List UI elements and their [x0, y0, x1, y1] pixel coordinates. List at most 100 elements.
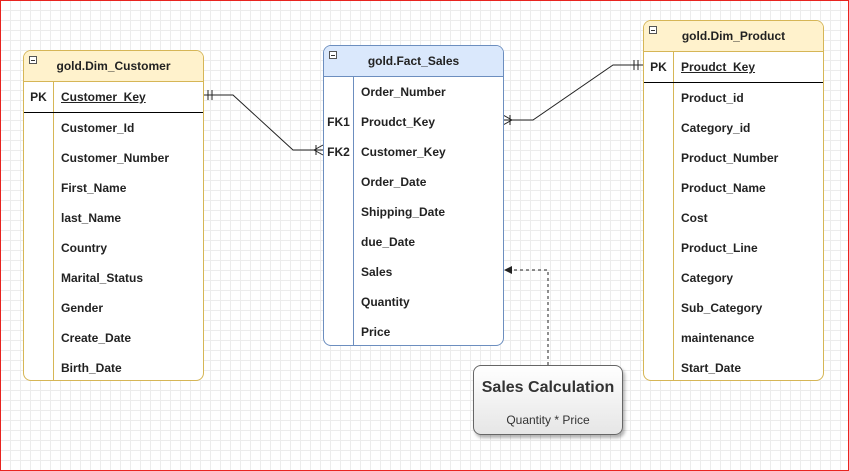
row-field: Create_Date: [61, 331, 132, 345]
row-field: Gender: [61, 301, 104, 315]
table-row[interactable]: Marital_Status: [24, 263, 203, 293]
row-field: Cost: [681, 211, 708, 225]
key-column-divider: [673, 51, 674, 380]
row-key: [24, 203, 53, 233]
table-title: gold.Fact_Sales: [367, 54, 460, 68]
table-row[interactable]: Sales: [324, 257, 503, 287]
row-key: [324, 227, 353, 257]
row-field: Quantity: [361, 295, 410, 309]
row-key: [644, 203, 673, 233]
row-key: [324, 197, 353, 227]
row-key: [644, 143, 673, 173]
table-header[interactable]: gold.Dim_Product: [644, 21, 823, 52]
table-row[interactable]: Start_Date: [644, 353, 823, 380]
table-row[interactable]: Customer_Id: [24, 113, 203, 143]
row-field: Product_id: [681, 91, 744, 105]
table-row[interactable]: FK1 Proudct_Key: [324, 107, 503, 137]
table-row[interactable]: Customer_Number: [24, 143, 203, 173]
table-row[interactable]: Country: [24, 233, 203, 263]
table-header[interactable]: gold.Fact_Sales: [324, 46, 503, 77]
row-field: Category_id: [681, 121, 751, 135]
table-row[interactable]: Product_Name: [644, 173, 823, 203]
table-header[interactable]: gold.Dim_Customer: [24, 51, 203, 82]
row-field: Proudct_Key: [361, 115, 436, 129]
table-row[interactable]: Order_Number: [324, 77, 503, 107]
key-column-divider: [353, 76, 354, 345]
sales-fk1-many-fork-top: [502, 114, 513, 121]
table-row[interactable]: Shipping_Date: [324, 197, 503, 227]
table-row[interactable]: Product_id: [644, 83, 823, 113]
table-row[interactable]: Product_Number: [644, 143, 823, 173]
note-sales-dashed-link: [512, 269, 549, 365]
table-row[interactable]: Category: [644, 263, 823, 293]
row-field: Order_Date: [361, 175, 427, 189]
row-key: [24, 263, 53, 293]
table-row[interactable]: Quantity: [324, 287, 503, 317]
row-field: Birth_Date: [61, 361, 122, 375]
row-field: Shipping_Date: [361, 205, 446, 219]
row-key: [324, 167, 353, 197]
note-formula: Quantity * Price: [506, 413, 590, 427]
row-field: Country: [61, 241, 107, 255]
table-row[interactable]: Price: [324, 317, 503, 345]
table-row[interactable]: due_Date: [324, 227, 503, 257]
table-title: gold.Dim_Customer: [56, 59, 171, 73]
row-key: [644, 293, 673, 323]
row-key: [324, 77, 353, 107]
table-row[interactable]: Birth_Date: [24, 353, 203, 380]
row-field: Category: [681, 271, 734, 285]
row-key: FK1: [327, 115, 350, 129]
table-row[interactable]: Create_Date: [24, 323, 203, 353]
table-row[interactable]: First_Name: [24, 173, 203, 203]
row-key: [644, 323, 673, 353]
table-title: gold.Dim_Product: [681, 29, 786, 43]
row-key: [24, 293, 53, 323]
row-key: [24, 113, 53, 143]
row-key: [644, 83, 673, 113]
row-key: [324, 257, 353, 287]
sales-calculation-note[interactable]: Sales Calculation Quantity * Price: [473, 365, 623, 435]
row-field: Customer_Key: [61, 90, 146, 104]
table-row[interactable]: Category_id: [644, 113, 823, 143]
row-key: PK: [30, 90, 47, 104]
table-row[interactable]: Gender: [24, 293, 203, 323]
collapse-icon[interactable]: [329, 51, 337, 59]
row-key: [644, 173, 673, 203]
table-row[interactable]: PK Proudct_Key: [644, 52, 823, 83]
collapse-icon[interactable]: [649, 26, 657, 34]
row-key: PK: [650, 60, 667, 74]
table-row[interactable]: FK2 Customer_Key: [324, 137, 503, 167]
table-row[interactable]: Order_Date: [324, 167, 503, 197]
row-key: [24, 143, 53, 173]
row-field: First_Name: [61, 181, 127, 195]
sales-fk1-many-fork-bottom: [502, 119, 513, 126]
row-field: Product_Line: [681, 241, 758, 255]
row-key: [24, 353, 53, 380]
table-row[interactable]: Cost: [644, 203, 823, 233]
table-row[interactable]: maintenance: [644, 323, 823, 353]
row-key: [644, 233, 673, 263]
key-column-divider: [53, 81, 54, 380]
sales-fk2-many-fork-bottom: [313, 149, 324, 156]
collapse-icon[interactable]: [29, 56, 37, 64]
row-field: Sales: [361, 265, 393, 279]
customer-sales-link: [203, 94, 323, 151]
table-row[interactable]: Sub_Category: [644, 293, 823, 323]
row-field: Customer_Key: [361, 145, 446, 159]
row-field: last_Name: [61, 211, 122, 225]
table-row[interactable]: last_Name: [24, 203, 203, 233]
table-row[interactable]: Product_Line: [644, 233, 823, 263]
row-field: Marital_Status: [61, 271, 144, 285]
row-key: FK2: [327, 145, 350, 159]
row-field: Proudct_Key: [681, 60, 756, 74]
table-row[interactable]: PK Customer_Key: [24, 82, 203, 113]
row-key: [644, 353, 673, 380]
sales-fk2-many-fork-top: [313, 144, 324, 151]
